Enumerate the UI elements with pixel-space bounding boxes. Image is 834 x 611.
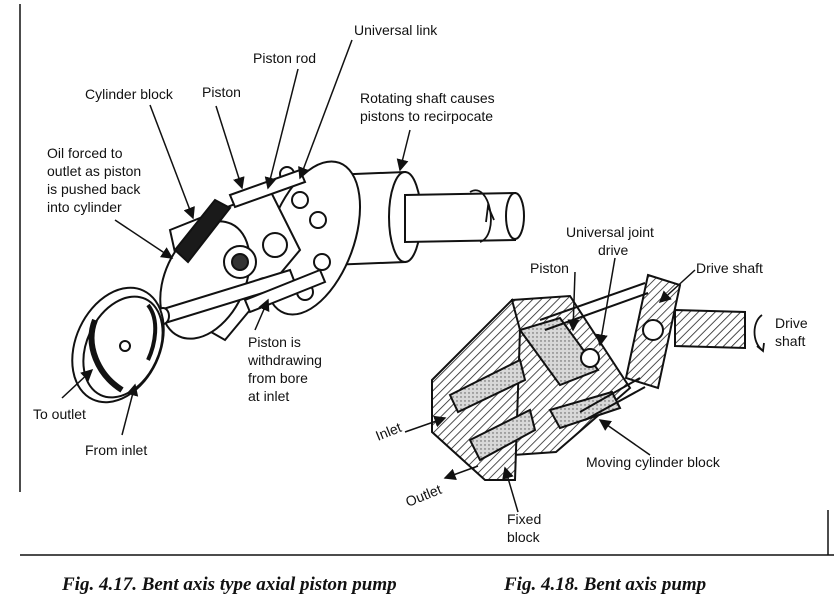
- label-drive-shaft: Drive shaft: [696, 260, 763, 276]
- leader-lines-right: [404, 257, 696, 513]
- drive-shaft-stub: [674, 308, 746, 350]
- label-oil-forced-1: Oil forced to: [47, 145, 123, 161]
- label-withdrawing-1: Piston is: [248, 334, 301, 350]
- label-universal-joint-2: drive: [598, 242, 629, 258]
- label-oil-forced-3: is pushed back: [47, 181, 141, 197]
- label-fixed-block-2: block: [507, 529, 541, 545]
- label-piston: Piston: [202, 84, 241, 100]
- right-figure-labels: Universal joint drive Piston Drive shaft…: [373, 224, 808, 545]
- label-inlet: Inlet: [373, 419, 404, 444]
- label-to-outlet: To outlet: [33, 406, 86, 422]
- left-figure-labels: Universal link Piston rod Cylinder block…: [33, 22, 495, 458]
- label-drive-shaft-right-2: shaft: [775, 333, 805, 349]
- label-outlet: Outlet: [403, 481, 444, 510]
- label-drive-shaft-right-1: Drive: [775, 315, 808, 331]
- label-universal-joint-1: Universal joint: [566, 224, 654, 240]
- fixed-block: [431, 298, 537, 481]
- label-withdrawing-4: at inlet: [248, 388, 289, 404]
- leader-lines-left: [61, 39, 411, 436]
- captions: Fig. 4.17. Bent axis type axial piston p…: [61, 574, 706, 595]
- caption-fig-4-17: Fig. 4.17. Bent axis type axial piston p…: [61, 574, 397, 595]
- label-rotating-shaft-1: Rotating shaft causes: [360, 90, 495, 106]
- label-from-inlet: From inlet: [85, 442, 147, 458]
- label-withdrawing-3: from bore: [248, 370, 308, 386]
- figure-frame: [19, 4, 834, 556]
- drive-flange: [624, 273, 682, 390]
- label-moving-cylinder-block: Moving cylinder block: [586, 454, 721, 470]
- drive-rotation-icon: [753, 314, 765, 353]
- caption-fig-4-18: Fig. 4.18. Bent axis pump: [503, 574, 706, 595]
- label-withdrawing-2: withdrawing: [247, 352, 322, 368]
- rotation-arrow: [469, 189, 495, 243]
- bent-axis-pump-illustration: Universal link Piston rod Cylinder block…: [33, 22, 525, 458]
- label-piston-rod: Piston rod: [253, 50, 316, 66]
- connecting-rods: [539, 282, 649, 421]
- label-oil-forced-2: outlet as piston: [47, 163, 141, 179]
- valve-plate: [71, 286, 165, 404]
- label-fixed-block-1: Fixed: [507, 511, 541, 527]
- label-oil-forced-4: into cylinder: [47, 199, 122, 215]
- label-universal-link: Universal link: [354, 22, 438, 38]
- label-cylinder-block: Cylinder block: [85, 86, 174, 102]
- bent-axis-pump-section: Universal joint drive Piston Drive shaft…: [373, 224, 808, 545]
- label-rotating-shaft-2: pistons to recirpocate: [360, 108, 493, 124]
- cylinder-block: [159, 188, 302, 342]
- label-piston-right: Piston: [530, 260, 569, 276]
